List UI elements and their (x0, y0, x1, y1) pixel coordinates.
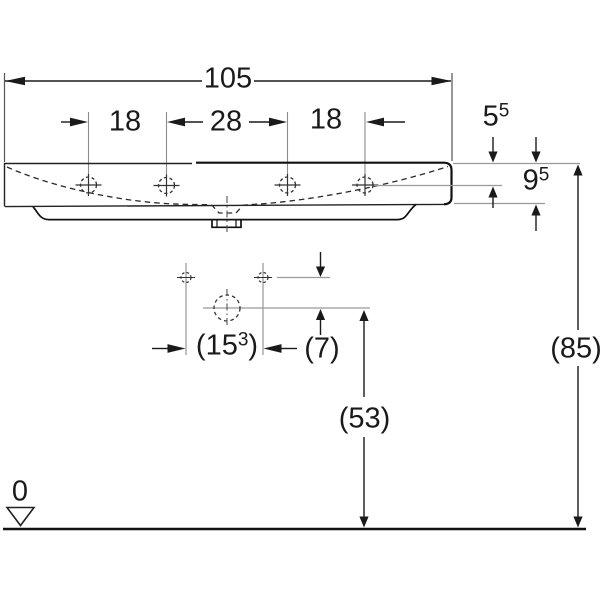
tap-hole-symbol (352, 174, 378, 196)
right-height-dimensions (374, 137, 580, 231)
trap-circle-symbol (213, 289, 241, 328)
hole-spacing-dimensions (61, 112, 405, 177)
tap-hole-symbol (274, 174, 301, 196)
overall-width-dimension (3, 73, 453, 162)
dim-label-rim-to-hole-height: 55 (482, 100, 510, 133)
dim-label-fixing-span: (153) (195, 329, 259, 362)
dim-value: (15 (195, 329, 238, 362)
dim-label-hole-spacing-right: 18 (309, 103, 343, 136)
datum-zero-label: 0 (11, 475, 29, 508)
dim-value: ) (248, 329, 259, 362)
dim-label-trap-center-height: (53) (338, 402, 391, 434)
dim-superscript: 3 (237, 329, 249, 351)
dim-label-overall-width: 105 (203, 62, 253, 95)
floor-datum (3, 506, 586, 531)
fixing-hole-symbol (254, 271, 272, 284)
tap-hole-symbol (153, 174, 180, 197)
dim-label-hole-spacing-left: 18 (108, 105, 142, 137)
tap-hole-symbol (75, 174, 102, 196)
drain-outlet (211, 196, 242, 233)
dim-value: 9 (522, 164, 539, 197)
basin-profile (3, 161, 453, 233)
dim-label-rim-height: (85) (550, 332, 600, 364)
rim-height-dimension (573, 164, 583, 528)
fixing-hole-symbol (177, 271, 195, 284)
datum-triangle (5, 506, 36, 527)
dim-label-hole-spacing-center: 28 (209, 105, 243, 137)
dim-superscript: 5 (538, 164, 550, 186)
dim-superscript: 5 (498, 100, 510, 122)
dim-label-rim-to-base-height: 95 (522, 164, 550, 197)
dim-label-hole-to-trap-offset: (7) (304, 332, 340, 365)
fixing-and-trap-view (152, 252, 370, 355)
trap-height-dimension (359, 310, 369, 528)
dim-value: 5 (482, 100, 499, 133)
tap-hole-symbols (75, 174, 378, 197)
